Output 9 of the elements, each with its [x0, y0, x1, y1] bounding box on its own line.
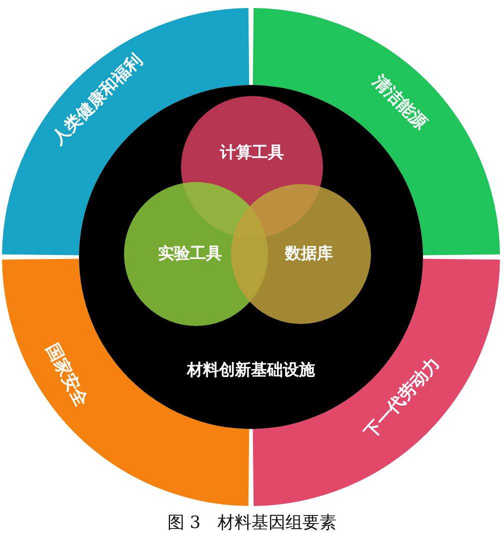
core-label: 材料创新基础设施 — [187, 360, 315, 381]
segment-label: 人类健康和福利 — [47, 49, 148, 150]
figure-caption: 图 3 材料基因组要素 — [167, 512, 337, 534]
circle-label: 数据库 — [285, 244, 333, 264]
segment-label: 下一代劳动力 — [360, 352, 445, 444]
segment-label: 清洁能源 — [368, 70, 432, 134]
segment-label: 国家安全 — [40, 340, 92, 410]
circle-label: 实验工具 — [158, 244, 222, 264]
circle-label: 计算工具 — [220, 142, 284, 164]
